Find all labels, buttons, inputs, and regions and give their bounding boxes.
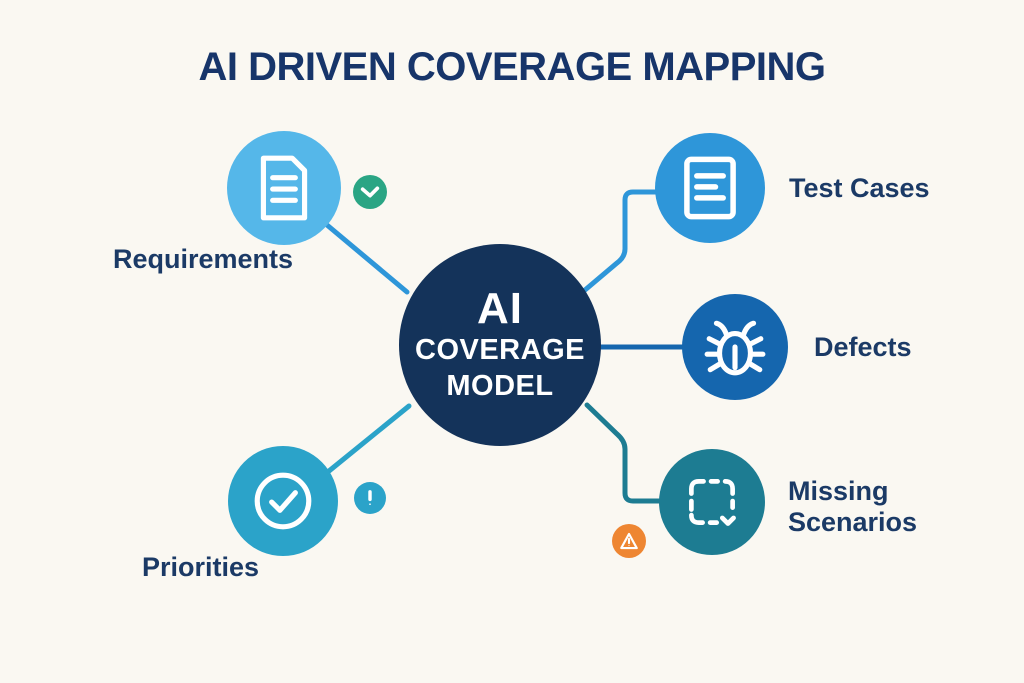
node-defects-label: Defects: [814, 332, 912, 362]
node-priorities-label: Priorities: [142, 552, 260, 582]
connector-test-cases: [582, 189, 663, 293]
connector-missing-scenarios: [584, 402, 663, 504]
document-icon: [260, 155, 308, 221]
node-test-cases-circle: [655, 133, 765, 243]
exclamation-icon: [368, 490, 372, 506]
check-icon: [360, 186, 380, 198]
bug-icon: [704, 320, 766, 376]
connector-priorities: [326, 403, 412, 474]
center-node-line2: COVERAGE: [415, 333, 585, 366]
warning-triangle-icon: [620, 532, 638, 550]
node-missing-scenarios-circle: [659, 449, 765, 555]
missing-scenarios-warning-badge: [612, 524, 646, 558]
page-title: AI DRIVEN COVERAGE MAPPING: [198, 45, 826, 89]
dashed-selection-icon: [689, 479, 736, 526]
priorities-exclamation-badge: [354, 482, 386, 514]
node-requirements-label: Requirements: [113, 244, 294, 274]
node-requirements-circle: [227, 131, 341, 245]
connector-requirements: [324, 222, 410, 295]
spec-document-icon: [684, 156, 736, 220]
node-priorities-circle: [228, 446, 338, 556]
node-missing-scenarios-label: Missing Scenarios: [788, 476, 918, 537]
requirements-check-badge: [353, 175, 387, 209]
node-defects-circle: [682, 294, 788, 400]
center-node-line1: AI: [477, 283, 523, 333]
center-node-ai-coverage-model: AI COVERAGE MODEL: [399, 244, 601, 446]
center-node-line3: MODEL: [446, 370, 554, 403]
node-test-cases-label: Test Cases: [789, 173, 930, 203]
check-circle-icon: [254, 472, 312, 530]
